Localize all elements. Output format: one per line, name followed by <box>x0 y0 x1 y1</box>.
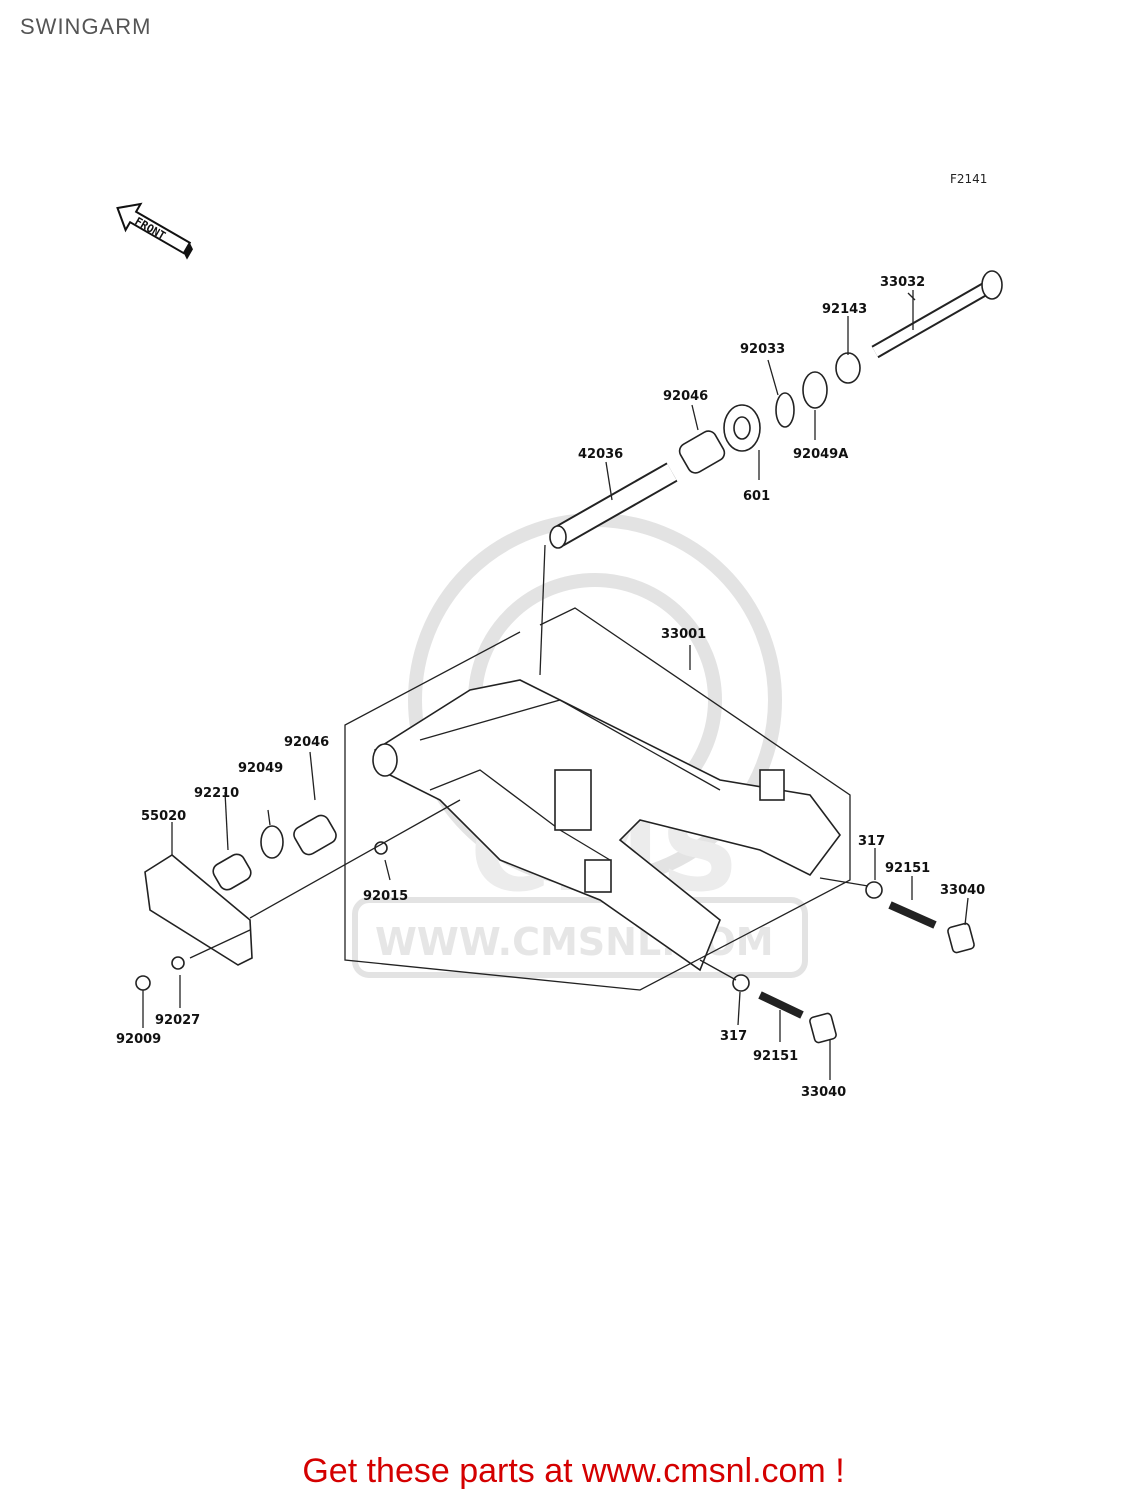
label-601: 601 <box>743 489 770 504</box>
label-33001: 33001 <box>661 627 706 642</box>
label-92143: 92143 <box>822 302 867 317</box>
label-92049A: 92049A <box>793 447 848 462</box>
label-33040-b: 33040 <box>801 1085 846 1100</box>
bolt-92151-b <box>758 991 804 1019</box>
nut-317-a <box>865 881 883 899</box>
parts-diagram: CMS WWW.CMSNL.COM FRONT <box>116 202 1003 1100</box>
label-92046-b: 92046 <box>284 735 329 750</box>
collar-92143 <box>835 352 861 384</box>
seal-92049A <box>802 371 828 409</box>
label-317-b: 317 <box>720 1029 747 1044</box>
label-55020: 55020 <box>141 809 186 824</box>
seal-92049 <box>260 825 284 859</box>
label-42036: 42036 <box>578 447 623 462</box>
circlip-92033 <box>775 392 795 428</box>
plate-33040-b <box>809 1012 837 1044</box>
label-92033: 92033 <box>740 342 785 357</box>
label-92151-b: 92151 <box>753 1049 798 1064</box>
pivot-shaft <box>871 270 1003 359</box>
bolt-92009 <box>135 975 151 991</box>
front-direction-arrow: FRONT <box>116 202 193 260</box>
label-92009: 92009 <box>116 1032 161 1047</box>
sleeve-42036 <box>549 462 678 549</box>
label-33032: 33032 <box>880 275 925 290</box>
label-92015: 92015 <box>363 889 408 904</box>
plate-33040-a <box>947 922 975 954</box>
leader-lines <box>142 292 969 1080</box>
label-33040-a: 33040 <box>940 883 985 898</box>
bearing-92046-b <box>293 814 337 856</box>
figure-code: F2141 <box>950 172 988 186</box>
part-labels: 33032 92143 92033 92046 92049A 601 42036… <box>116 275 985 1100</box>
bolt-92151-a <box>888 901 937 929</box>
label-92210: 92210 <box>194 786 239 801</box>
collar-92210 <box>212 853 252 891</box>
label-317-a: 317 <box>858 834 885 849</box>
label-92049: 92049 <box>238 761 283 776</box>
label-92151-a: 92151 <box>885 861 930 876</box>
swingarm-33001 <box>372 679 841 972</box>
label-92046-a: 92046 <box>663 389 708 404</box>
nut-317-b <box>732 974 750 992</box>
page-title: SWINGARM <box>20 14 152 39</box>
washer-92027 <box>171 956 185 970</box>
bearing-92046-a <box>678 430 726 474</box>
footer-cta-link[interactable]: Get these parts at www.cmsnl.com ! <box>302 1452 845 1490</box>
label-92027: 92027 <box>155 1013 200 1028</box>
